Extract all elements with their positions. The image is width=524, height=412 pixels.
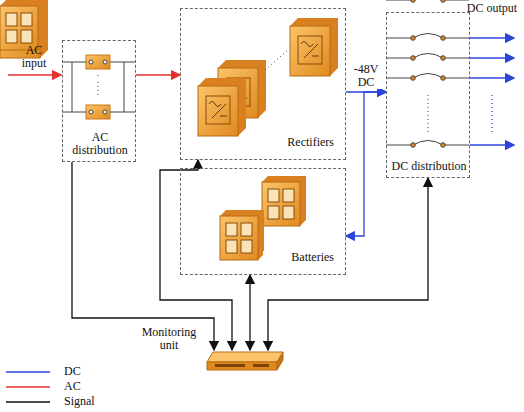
edge-label: -48V DC [348,63,384,89]
rectifier-modules [0,0,338,136]
legend-text: AC [64,380,81,393]
dc-breakers [386,0,469,147]
node-label: Batteries [263,251,335,264]
connector [249,275,250,350]
rectifier-group: Rectifiers [180,8,346,160]
ac-breakers [62,55,135,119]
ac-input-line [8,74,61,75]
node-label: AC distribution [66,131,134,157]
device-shape [205,350,285,372]
node-label: Monitoring unit [137,326,201,352]
legend-text: DC [64,365,81,378]
dc-output-lines [470,38,514,145]
legend-lines [6,372,50,402]
battery-group: Batteries [180,168,346,275]
ac-distribution-box: AC distribution [62,40,136,162]
connector [268,178,428,350]
connector [136,74,180,75]
connector [160,160,232,350]
monitoring-unit: Monitoring unit [205,350,285,372]
connector [72,162,214,350]
connector [346,92,386,236]
node-label: DC distribution [389,160,469,173]
legend-text: Signal [64,395,95,408]
input-label: AC input [14,44,54,70]
output-label: DC output [462,2,522,15]
dc-distribution-box: DC distribution [386,12,470,178]
node-label: Rectifiers [253,136,335,149]
battery-packs [0,0,306,260]
